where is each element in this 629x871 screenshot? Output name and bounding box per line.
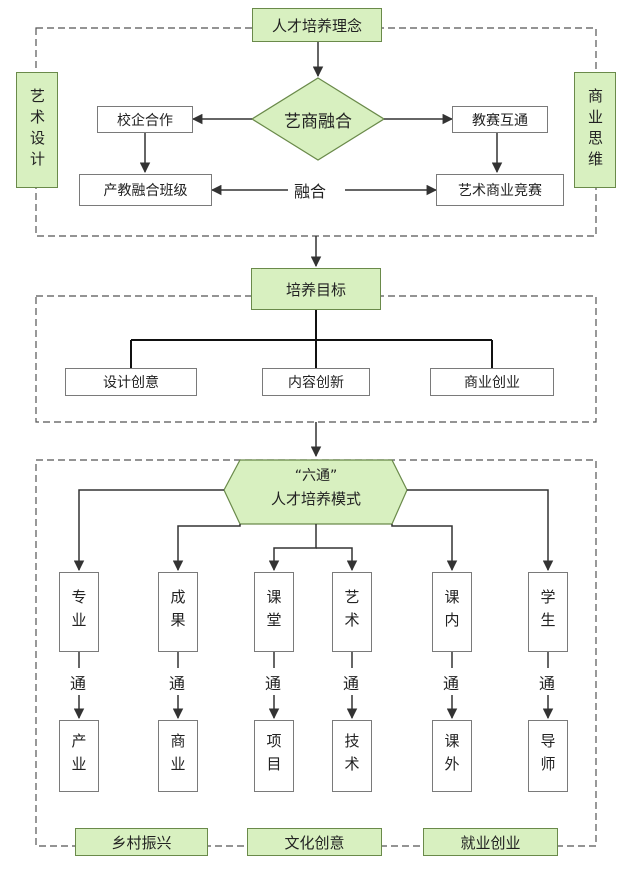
goal-business: 商业创业: [430, 368, 554, 396]
pair-bottom-industry: 产业: [59, 720, 99, 792]
tong-label: 通: [167, 670, 188, 694]
pair-bottom-project: 项目: [254, 720, 294, 792]
teaching-competition-box: 教赛互通: [452, 106, 548, 133]
tong-label: 通: [341, 670, 362, 694]
pair-bottom-extracurricular: 课外: [432, 720, 472, 792]
goal-content: 内容创新: [262, 368, 370, 396]
outcome-rural-revitalization: 乡村振兴: [75, 828, 208, 856]
fusion-center-label: 艺商融合: [284, 111, 352, 132]
pair-top-art: 艺术: [332, 572, 372, 652]
pair-top-student: 学生: [528, 572, 568, 652]
tong-label: 通: [263, 670, 284, 694]
pair-top-major: 专业: [59, 572, 99, 652]
pair-bottom-mentor: 导师: [528, 720, 568, 792]
outcome-cultural-creative: 文化创意: [247, 828, 382, 856]
goals-title: 培养目标: [251, 268, 381, 310]
right-side-label: 商业思维: [574, 72, 616, 188]
philosophy-title: 人才培养理念: [252, 8, 382, 42]
pair-top-in-class: 课内: [432, 572, 472, 652]
tong-label: 通: [537, 670, 558, 694]
school-enterprise-box: 校企合作: [97, 106, 193, 133]
model-title-line2: 人才培养模式: [270, 489, 361, 508]
pair-bottom-technology: 技术: [332, 720, 372, 792]
fusion-label: 融合: [290, 178, 331, 202]
tong-label: 通: [441, 670, 462, 694]
pair-bottom-commerce: 商业: [158, 720, 198, 792]
left-side-label: 艺术设计: [16, 72, 58, 188]
tong-label: 通: [68, 670, 89, 694]
fusion-diamond: [250, 77, 386, 161]
industry-class-box: 产教融合班级: [79, 174, 212, 206]
pair-top-achievement: 成果: [158, 572, 198, 652]
goal-design: 设计创意: [65, 368, 197, 396]
model-title-line1: “六通”: [294, 468, 338, 484]
pair-top-classroom: 课堂: [254, 572, 294, 652]
outcome-employment-entrepreneurship: 就业创业: [423, 828, 558, 856]
art-business-competition-box: 艺术商业竞赛: [436, 174, 564, 206]
